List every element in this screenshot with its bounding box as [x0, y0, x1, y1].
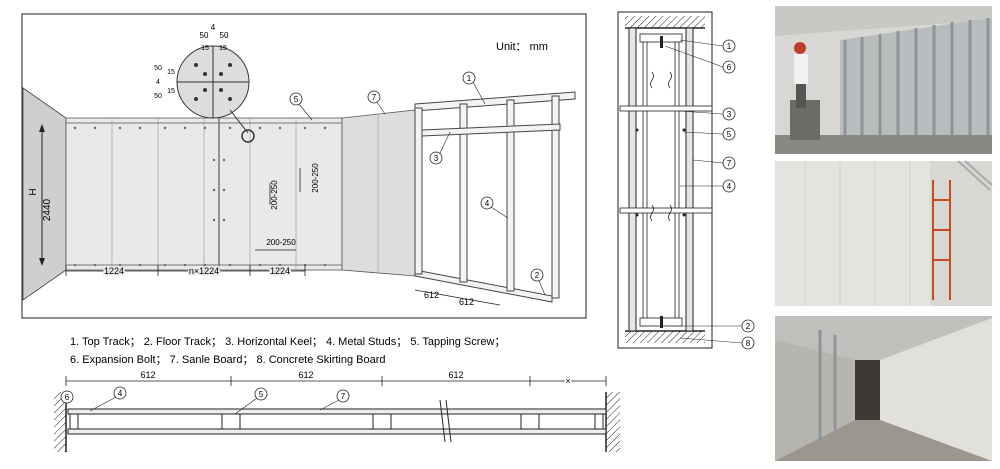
plan-view: 612 612 612 × 6 4 5 7: [54, 369, 620, 452]
plan-callout-5: 5: [259, 390, 264, 399]
photo-stud-framing: [775, 6, 992, 154]
screw-spacing-vertical-1: 200-250: [270, 180, 279, 210]
section-callout-7: 7: [727, 159, 732, 168]
callout-5: 5: [294, 95, 299, 104]
photo-corridor-partition: [775, 316, 992, 461]
section-callout-6: 6: [727, 63, 732, 72]
legend-line-2: 6. Expansion Bolt； 7. Sanle Board； 8. Co…: [70, 354, 386, 366]
stud-spacing-2: 612: [459, 297, 474, 307]
callout-2: 2: [535, 271, 540, 280]
screw-spacing-horizontal: 200-250: [266, 238, 296, 247]
height-value: 2440: [42, 198, 53, 221]
screw-spacing-vertical-2: 200-250: [311, 163, 320, 193]
detail-dim-top-50b: 50: [220, 31, 229, 40]
dim-1224-right: 1224: [270, 266, 290, 276]
unit-label: Unit： mm: [496, 41, 548, 53]
detail-dim-top-15b: 15: [219, 45, 227, 52]
callout-3: 3: [434, 154, 439, 163]
detail-dim-side-50b: 50: [154, 93, 162, 100]
detail-dim-side-4: 4: [156, 79, 160, 86]
section-callout-3: 3: [727, 110, 732, 119]
plan-dim-612-1: 612: [140, 370, 155, 380]
section-callout-1: 1: [727, 42, 732, 51]
dim-n-1224: n×1224: [189, 266, 219, 276]
detail-dim-side-50a: 50: [154, 65, 162, 72]
stud-spacing-1: 612: [424, 290, 439, 300]
callout-1: 1: [467, 74, 472, 83]
section-view: 1 6 3 5 7 4 2 8: [617, 11, 755, 350]
plan-dim-x: ×: [565, 376, 570, 386]
detail-dim-top-50a: 50: [200, 31, 209, 40]
callout-7: 7: [372, 93, 377, 102]
dim-1224-left: 1224: [104, 266, 124, 276]
metal-frame: [414, 91, 576, 303]
plan-callout-6: 6: [65, 393, 70, 402]
photo-finished-board-wall: [775, 160, 993, 306]
height-label: H: [28, 188, 39, 195]
plan-dim-612-3: 612: [448, 370, 463, 380]
plan-callout-7: 7: [341, 392, 346, 401]
section-callout-5: 5: [727, 130, 732, 139]
detail-dim-top-4: 4: [211, 23, 216, 32]
receding-board-wall: [341, 109, 416, 277]
screw-detail-circle: 4 50 50 15 15 50 15 4 15 50: [154, 23, 255, 143]
section-callout-8: 8: [746, 339, 751, 348]
legend-line-1: 1. Top Track； 2. Floor Track； 3. Horizon…: [70, 336, 506, 348]
plan-callout-4: 4: [118, 389, 123, 398]
detail-dim-side-15a: 15: [167, 69, 175, 76]
section-callout-4: 4: [727, 182, 732, 191]
perspective-view: 4 50 50 15 15 50 15 4 15 50 Unit： mm H 2…: [21, 13, 587, 319]
detail-dim-top-15a: 15: [201, 45, 209, 52]
callout-4: 4: [485, 199, 490, 208]
detail-dim-side-15b: 15: [167, 88, 175, 95]
section-callout-2: 2: [746, 322, 751, 331]
plan-dim-612-2: 612: [298, 370, 313, 380]
